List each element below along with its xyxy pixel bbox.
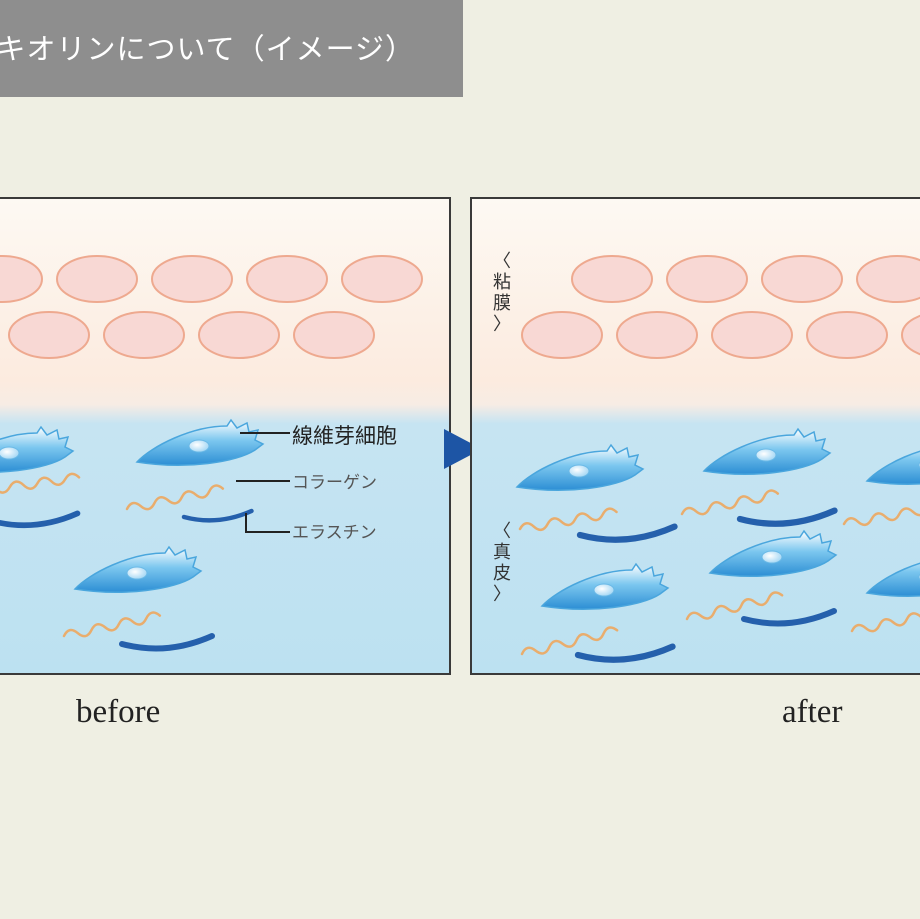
- after-caption: after: [782, 694, 843, 730]
- before-caption: before: [76, 694, 161, 730]
- title-banner: キオリンについて（イメージ）: [0, 0, 463, 97]
- dermis-layer-label: 〈 真 皮 〉: [493, 521, 511, 605]
- callout-fibroblast: 線維芽細胞: [292, 424, 397, 448]
- callout-leader-lines: [236, 432, 290, 533]
- callout-elastin: エラスチン: [292, 523, 377, 543]
- transition-arrow-icon: [444, 429, 482, 469]
- page-title: キオリンについて（イメージ）: [0, 32, 415, 66]
- before-panel: [0, 197, 451, 675]
- callout-collagen: コラーゲン: [292, 473, 377, 493]
- after-illustration: [472, 199, 920, 673]
- mucosa-cells: [521, 255, 920, 359]
- before-illustration: [0, 199, 449, 673]
- mucosa-layer-label: 〈 粘 膜 〉: [493, 251, 511, 335]
- after-panel: [470, 197, 920, 675]
- mucosa-cells: [0, 255, 423, 359]
